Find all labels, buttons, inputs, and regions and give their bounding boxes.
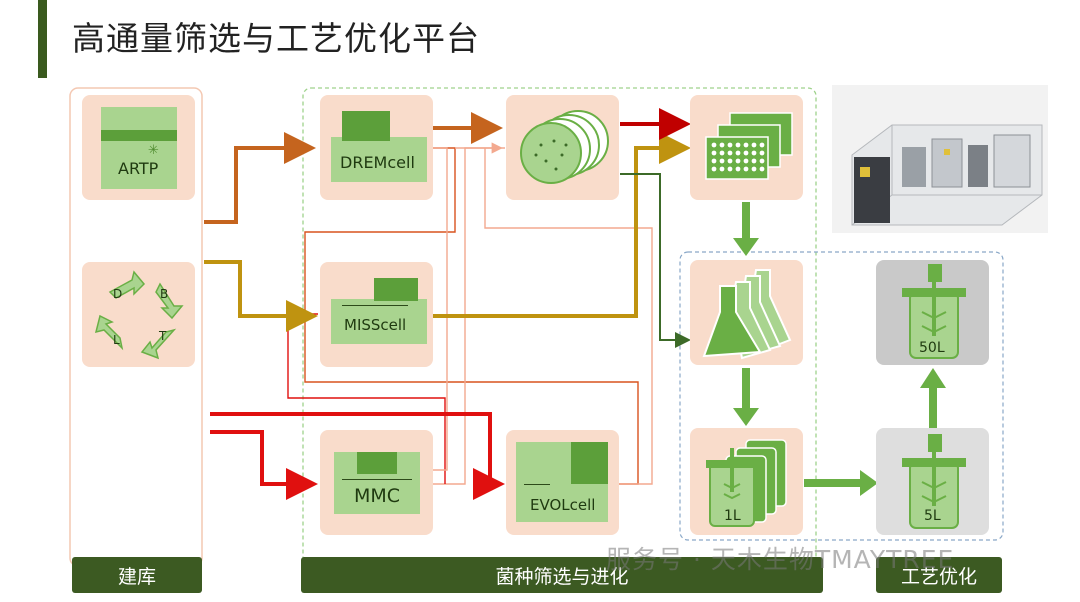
reactor-1l-box: 1L xyxy=(690,428,803,535)
well-plates-box xyxy=(690,95,803,200)
process-group-outline xyxy=(679,251,1004,541)
dremcell-box: DREMcell xyxy=(320,95,433,200)
arrow-head xyxy=(733,238,759,256)
arrow-shaft xyxy=(929,386,937,430)
connector-line xyxy=(484,148,653,485)
footer-process: 工艺优化 xyxy=(876,557,1002,593)
dbtl-b: B xyxy=(160,287,169,301)
mmc-module xyxy=(357,452,397,474)
petri-dishes-box xyxy=(506,95,619,200)
equipment-photo xyxy=(832,85,1048,233)
mmc-label: MMC xyxy=(354,485,401,507)
title-accent-bar xyxy=(38,0,47,78)
misscell-device xyxy=(331,299,427,344)
evolcell-line xyxy=(524,484,550,485)
arrow-library-to-dremcell xyxy=(204,132,316,224)
flasks-box xyxy=(690,260,803,365)
lab-enclosure-image xyxy=(851,124,1043,226)
footer-screening: 菌种筛选与进化 xyxy=(301,557,823,593)
evolcell-box: EVOLcell xyxy=(506,430,619,535)
reactor-50l-box: 50L xyxy=(876,260,989,365)
dbtl-box: D B T L xyxy=(82,262,195,367)
dremcell-label: DREMcell xyxy=(340,153,415,172)
connector-line xyxy=(432,147,448,471)
reactor-50l-icon xyxy=(902,264,966,359)
evolcell-module xyxy=(571,442,608,484)
arrow-head xyxy=(920,368,946,388)
watermark-text: 服务号 · 天木生物TMAYTREE xyxy=(606,545,955,574)
arrow-misscell-to-wellplates xyxy=(432,132,691,318)
mmc-line xyxy=(342,479,412,480)
reactor-5l-label: 5L xyxy=(924,508,941,524)
dbtl-cycle-icon xyxy=(94,270,184,360)
arrow-shaft xyxy=(804,479,862,487)
mmc-box: MMC xyxy=(320,430,433,535)
bug-icon: ✳ xyxy=(148,143,159,158)
arrow-head xyxy=(860,470,878,496)
dremcell-module xyxy=(342,111,390,141)
artp-box: ✳ ARTP xyxy=(82,95,195,200)
artp-label: ARTP xyxy=(118,159,159,178)
arrow-head xyxy=(733,408,759,426)
misscell-line xyxy=(342,305,408,306)
evolcell-label: EVOLcell xyxy=(530,496,596,514)
misscell-module xyxy=(374,278,418,301)
flask-icon xyxy=(702,269,792,360)
well-plate-icon xyxy=(705,112,793,180)
arrow-plates-to-flask xyxy=(620,173,691,348)
arrow-shaft xyxy=(742,202,750,240)
misscell-label: MISScell xyxy=(344,316,407,334)
dbtl-d: D xyxy=(113,287,123,301)
arrow-library-to-misscell xyxy=(204,260,318,332)
reactor-5l-icon xyxy=(902,434,966,529)
dbtl-t: T xyxy=(159,329,167,343)
petri-dish-icon xyxy=(520,110,609,184)
misscell-box: MISScell xyxy=(320,262,433,367)
arrow-library-to-mmc xyxy=(210,430,318,500)
dremcell-device xyxy=(331,137,427,182)
artp-bar xyxy=(101,130,177,141)
reactor-5l-box: 5L xyxy=(876,428,989,535)
footer-library: 建库 xyxy=(72,557,202,593)
reactor-1l-label: 1L xyxy=(724,508,741,524)
page-title: 高通量筛选与工艺优化平台 xyxy=(72,19,480,58)
arrow-library-to-evolcell xyxy=(210,412,505,500)
dbtl-l: L xyxy=(113,333,120,347)
arrow-shaft xyxy=(742,368,750,410)
artp-device xyxy=(101,107,177,189)
reactor-stack-icon xyxy=(706,439,787,527)
reactor-50l-label: 50L xyxy=(919,340,945,356)
